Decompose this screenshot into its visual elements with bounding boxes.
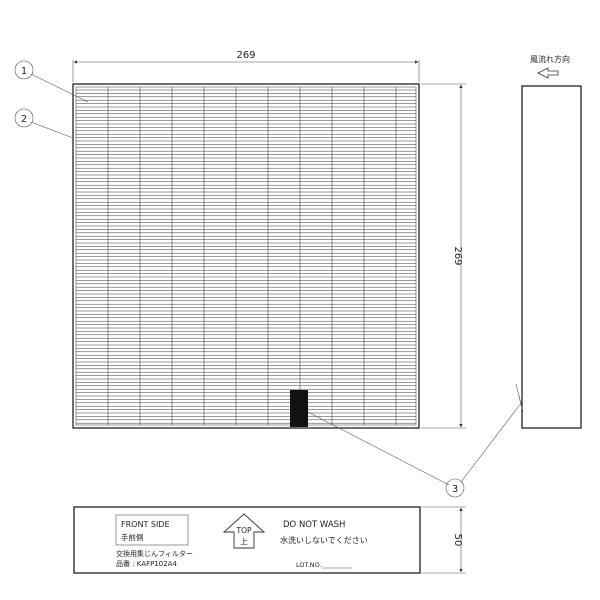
do-not-wash-text: DO NOT WASH <box>283 520 345 530</box>
width-dimension: 269 <box>72 50 420 82</box>
depth-dimension-label: 50 <box>452 534 463 547</box>
depth-dimension: 50 <box>421 506 466 574</box>
height-dimension: 269 <box>421 83 466 429</box>
callout-3-label: 3 <box>452 484 458 495</box>
filter-support-lines <box>107 87 397 425</box>
filter-pleat-lines <box>76 89 416 424</box>
filter-inner-frame <box>75 86 417 426</box>
filter-pull-tab <box>290 390 308 427</box>
callout-2: 2 <box>14 108 74 139</box>
top-jp-text: 上 <box>240 537 248 546</box>
front-side-jp-text: 手前側 <box>121 532 144 542</box>
arrow-left-icon <box>537 67 559 79</box>
side-view-body <box>521 85 582 429</box>
height-dimension-label: 269 <box>452 246 463 265</box>
callout-2-label: 2 <box>21 114 27 125</box>
width-dimension-label: 269 <box>236 50 255 61</box>
part-number-text: 品番 : KAFP102A4 <box>116 560 177 568</box>
side-view: 風流れ方向 <box>515 54 582 429</box>
front-side-text: FRONT SIDE <box>121 520 170 529</box>
lot-number-label: LOT.NO. <box>296 561 322 569</box>
filter-outer-frame <box>72 83 420 429</box>
top-arrow-icon <box>222 513 266 549</box>
front-side-box <box>115 514 189 546</box>
label-panel: FRONT SIDE 手前側 交換用集じんフィルター 品番 : KAFP102A… <box>73 506 421 574</box>
airflow-direction-label: 風流れ方向 <box>530 54 570 64</box>
top-text: TOP <box>235 526 251 535</box>
do-not-wash-jp-text: 水洗いしないでください <box>280 535 368 545</box>
label-panel-frame <box>73 506 421 574</box>
callout-1: 1 <box>14 60 89 103</box>
product-name-text: 交換用集じんフィルター <box>116 549 193 558</box>
front-view <box>72 83 420 429</box>
callout-3: 3 <box>307 401 523 498</box>
callout-1-label: 1 <box>21 66 27 77</box>
